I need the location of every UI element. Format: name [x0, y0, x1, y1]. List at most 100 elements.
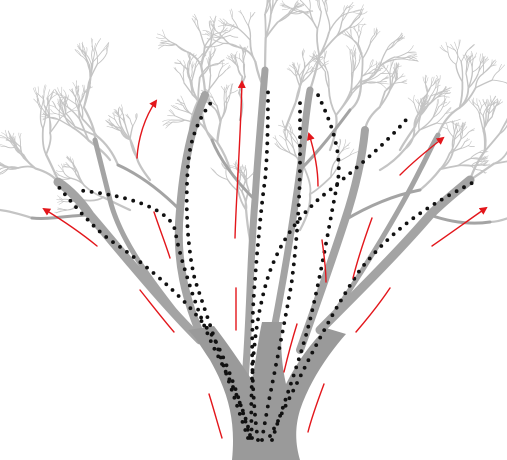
tree-twig	[468, 128, 475, 133]
flow-dot	[272, 426, 276, 431]
tree-twig	[53, 173, 62, 177]
tree-twig	[225, 92, 228, 105]
flow-dot	[210, 331, 215, 336]
flow-dot	[266, 99, 270, 103]
flow-dot	[279, 411, 284, 416]
tree-twig	[304, 58, 313, 68]
flow-dot	[259, 209, 264, 214]
flow-dot	[158, 276, 162, 281]
tree-twig	[279, 135, 287, 142]
tree-twig	[378, 148, 406, 172]
tree-twig	[55, 170, 64, 172]
tree-twig	[172, 105, 180, 110]
flow-dot	[253, 412, 257, 417]
tree-trunk	[188, 322, 346, 460]
tree-twig	[349, 81, 368, 92]
flow-dot	[204, 325, 209, 330]
flow-dot	[322, 192, 326, 197]
flow-dot	[333, 191, 338, 196]
tree-twig	[352, 44, 355, 58]
flow-dot	[326, 116, 331, 121]
tree-twig	[37, 86, 39, 97]
tree-twig	[298, 63, 301, 69]
tree-twig	[394, 56, 409, 59]
tree-twig	[470, 160, 481, 167]
flow-dot	[373, 250, 378, 255]
tree-twig	[0, 208, 34, 220]
tree-twig	[132, 118, 137, 127]
tree-twig	[356, 11, 363, 20]
tree-twig	[91, 47, 94, 63]
tree-twig	[431, 76, 435, 85]
flow-dot	[391, 232, 396, 237]
flow-dot	[331, 132, 336, 137]
tree-twig	[436, 106, 461, 137]
tree-twig	[407, 97, 415, 104]
tree-twig	[62, 208, 74, 212]
tree-twig	[317, 53, 320, 62]
tree-twig	[358, 24, 362, 33]
tree-twig	[188, 53, 191, 60]
tree-twig	[379, 83, 389, 85]
flow-dot	[164, 282, 169, 287]
flow-dot	[280, 329, 285, 334]
tree-twig	[230, 8, 233, 19]
flow-dot	[250, 327, 255, 332]
flow-dot	[267, 396, 272, 401]
tree-twig	[226, 91, 231, 105]
tree-twig	[480, 58, 488, 64]
tree-twig	[325, 0, 328, 14]
tree-twig	[186, 59, 191, 69]
flow-dot	[227, 377, 232, 382]
tree-twig	[491, 95, 496, 104]
tree-twig	[0, 134, 7, 139]
flow-dot	[298, 101, 302, 105]
flow-dot	[185, 173, 190, 178]
tree-twig	[239, 171, 242, 180]
flow-dot	[283, 403, 288, 408]
flow-dot	[262, 183, 267, 188]
flow-dot	[306, 324, 311, 329]
flow-dot	[250, 319, 255, 324]
tree-twig	[157, 33, 166, 39]
growth-stroke	[283, 323, 298, 373]
flow-dot	[270, 438, 274, 442]
tree-twig	[189, 78, 193, 96]
tree-branch	[116, 163, 182, 212]
tree-twig	[62, 96, 66, 104]
flow-dot	[291, 262, 296, 267]
flow-dot	[251, 359, 256, 364]
tree-twig	[480, 155, 489, 161]
tree-twig	[431, 76, 433, 85]
tree-twig	[505, 82, 507, 84]
tree-twig	[426, 84, 434, 95]
tree-twig	[200, 123, 219, 144]
flow-dot	[147, 204, 152, 209]
tree-twig	[71, 88, 75, 96]
flow-dot	[404, 221, 409, 226]
flow-dot	[329, 124, 334, 129]
tree-twig	[239, 44, 244, 53]
tree-twig	[477, 61, 481, 75]
tree-twig	[480, 160, 488, 163]
tree-twig	[379, 83, 387, 90]
tree-twig	[328, 87, 337, 117]
flow-dot	[303, 210, 308, 215]
tree-twig	[378, 49, 388, 68]
tree-twig	[357, 43, 364, 60]
tree-twig	[74, 49, 81, 56]
tree-twig	[199, 66, 210, 79]
flow-dot	[208, 323, 213, 328]
tree-twig	[316, 11, 322, 30]
tree-twig	[62, 103, 67, 114]
tree-twig	[498, 119, 507, 135]
tree-twig	[135, 114, 137, 120]
tree-twig	[424, 103, 431, 108]
flow-dot	[298, 118, 302, 122]
tree-twig	[488, 217, 507, 224]
tree-twig	[349, 72, 353, 92]
tree-twig	[293, 68, 300, 77]
flow-dot	[268, 434, 272, 438]
tree-twig	[176, 59, 182, 64]
tree-twig	[60, 175, 72, 179]
